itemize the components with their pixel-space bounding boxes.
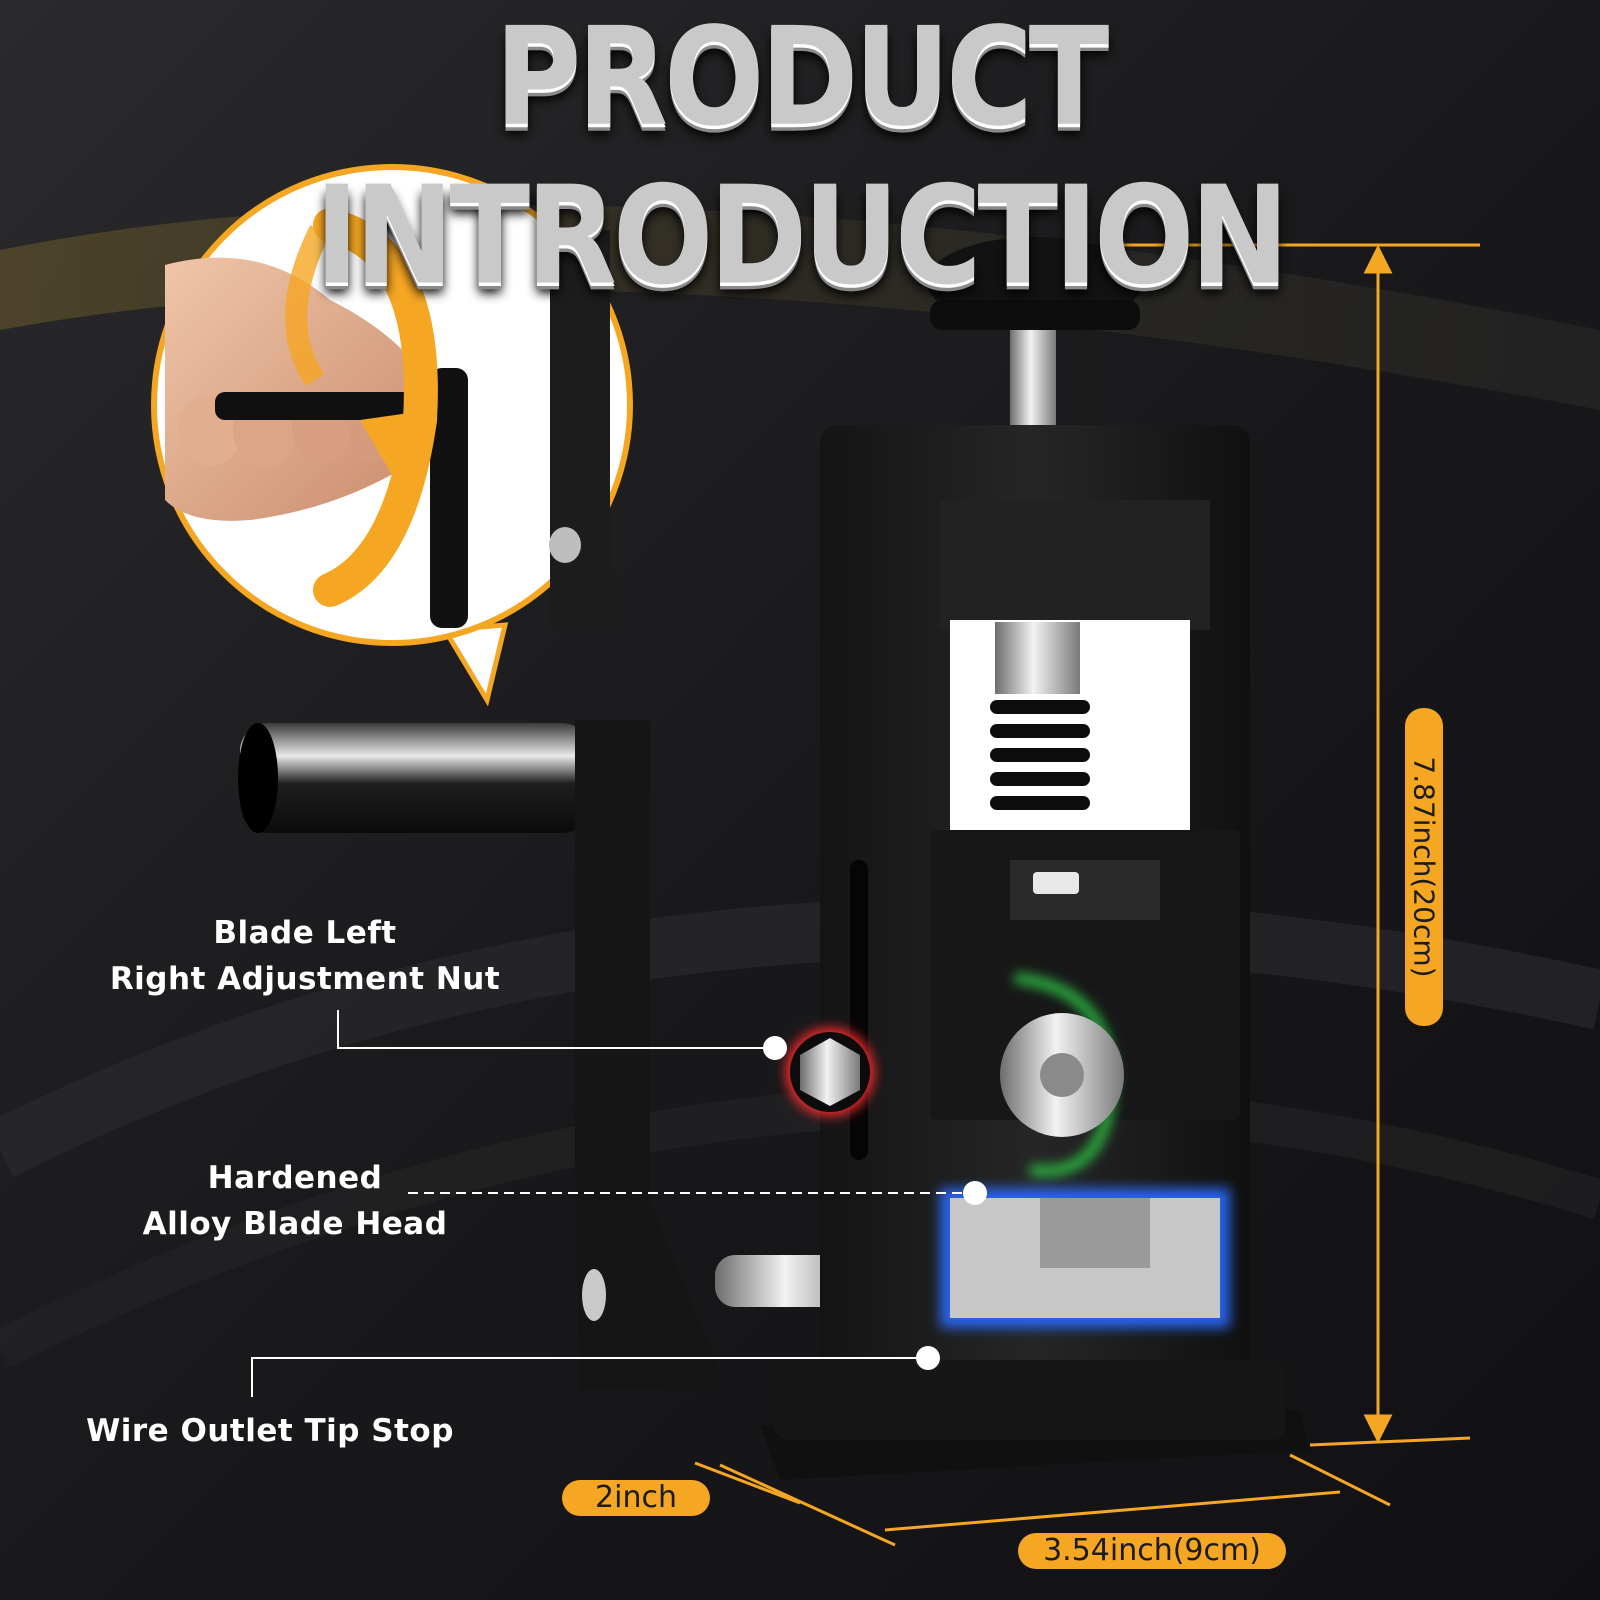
callout-tip-stop: Wire Outlet Tip Stop (80, 1408, 460, 1454)
dimension-width-badge: 3.54inch(9cm) (1018, 1533, 1286, 1569)
callout-lines (251, 1010, 987, 1397)
callout-blade-head-line1: Hardened (207, 1160, 383, 1196)
callout-tip-stop-label: Wire Outlet Tip Stop (86, 1413, 454, 1449)
callout-adjustment-nut-line2: Right Adjustment Nut (109, 961, 501, 997)
wire-stripper-body (760, 237, 1310, 1480)
dimension-depth-badge: 2inch (562, 1480, 710, 1516)
dimension-height-text: 7.87inch(20cm) (1407, 756, 1441, 978)
dimension-lines (694, 243, 1480, 1547)
callout-blade-head-line2: Alloy Blade Head (142, 1206, 448, 1242)
crank-inset-circle (151, 164, 633, 707)
dimension-depth-text: 2inch (595, 1480, 677, 1515)
page-title: PRODUCT INTRODUCTION (314, 0, 1289, 315)
dimension-height-badge: 7.87inch(20cm) (1405, 708, 1443, 1026)
hand-crank-icon (238, 720, 870, 1390)
callout-adjustment-nut-line1: Blade Left (213, 915, 397, 951)
dimension-width-text: 3.54inch(9cm) (1043, 1533, 1261, 1568)
callout-adjustment-nut: Blade Left Right Adjustment Nut (100, 910, 510, 1002)
callout-blade-head: Hardened Alloy Blade Head (120, 1155, 470, 1247)
